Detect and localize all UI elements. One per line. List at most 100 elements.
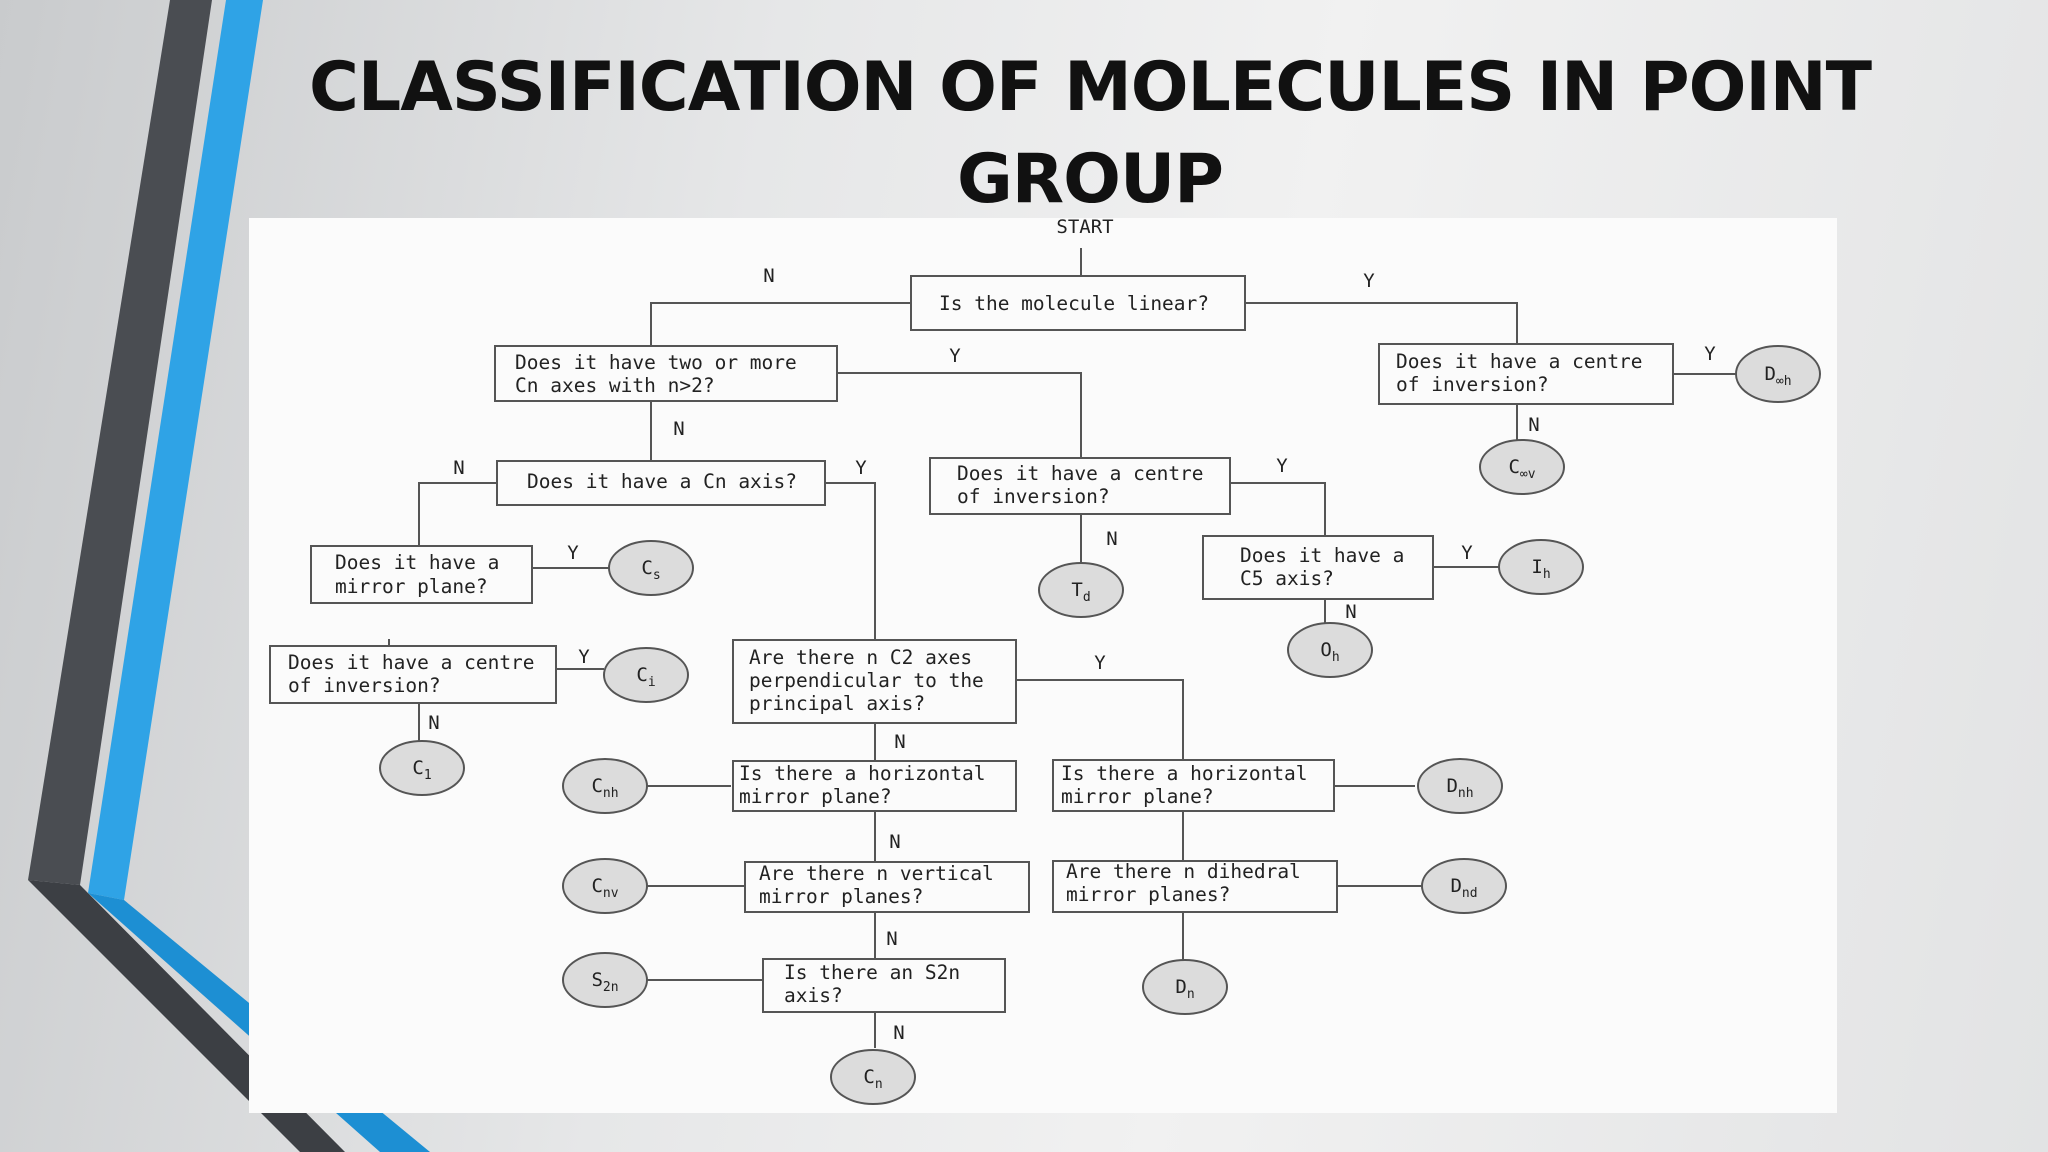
node-td	[1038, 562, 1124, 618]
box-mirror	[310, 545, 533, 604]
question-text-inv-td: of inversion?	[957, 485, 1110, 508]
branch-label-no: N	[889, 831, 900, 853]
question-text-c2-perp: Are there n C2 axes	[749, 646, 972, 669]
question-text-two-cn: Cn axes with n>2?	[515, 374, 715, 397]
branch-label-no: N	[1345, 601, 1356, 623]
branch-label-no: N	[673, 418, 684, 440]
connector	[418, 482, 497, 546]
question-text-horiz-c: mirror plane?	[739, 785, 892, 808]
question-text-mirror: mirror plane?	[335, 575, 488, 598]
flowchart-text: START Is the molecule linear? Does it have…	[288, 218, 1792, 1092]
branch-label-yes: Y	[567, 542, 579, 564]
branch-label-no: N	[894, 731, 905, 753]
branch-label-yes: Y	[1276, 455, 1288, 477]
question-text-c5: Does it have a	[1240, 544, 1404, 567]
question-text-s2n: Is there an S2n	[784, 961, 960, 984]
point-group-dn: Dn	[1175, 976, 1194, 1002]
point-group-cn: Cn	[863, 1066, 882, 1092]
gray-stripe-upper	[28, 0, 212, 885]
point-group-cs: Cs	[641, 557, 660, 583]
question-boxes	[269, 275, 1674, 1013]
question-text-horiz-d: Is there a horizontal	[1061, 762, 1308, 785]
title-line-2: GROUP	[956, 140, 1224, 219]
point-group-td: Td	[1071, 579, 1090, 605]
node-c1	[379, 740, 465, 796]
point-group-circles	[379, 345, 1821, 1105]
question-text-horiz-d: mirror plane?	[1061, 785, 1214, 808]
node-ci	[603, 647, 689, 703]
node-dnd	[1421, 858, 1507, 914]
connector	[1016, 679, 1184, 760]
question-text-two-cn: Does it have two or more	[515, 351, 797, 374]
question-text-cn-axis: Does it have a Cn axis?	[527, 470, 797, 493]
point-group-dnd: Dnd	[1450, 875, 1477, 901]
node-d-inf-h	[1735, 345, 1821, 403]
point-group-c1: C1	[412, 757, 431, 783]
question-text-inv-td: Does it have a centre	[957, 462, 1204, 485]
branch-label-no: N	[893, 1022, 904, 1044]
question-text-inv-low: Does it have a centre	[288, 651, 535, 674]
node-ih	[1498, 539, 1584, 595]
box-c2-perp	[732, 639, 1017, 724]
point-group-s2n: S2n	[591, 969, 618, 995]
connector	[1245, 302, 1518, 344]
node-s2n	[562, 952, 648, 1008]
question-text-c2-perp: principal axis?	[749, 692, 925, 715]
branch-label-yes: Y	[1461, 542, 1473, 564]
box-s2n	[762, 958, 1006, 1013]
branch-label-no: N	[763, 265, 774, 287]
connector	[650, 302, 911, 346]
box-inv-low	[269, 645, 557, 704]
branch-label-yes: Y	[1363, 270, 1375, 292]
branch-label-yes: Y	[1704, 343, 1716, 365]
point-group-cnv: Cnv	[591, 875, 618, 901]
branch-label-yes: Y	[1094, 652, 1106, 674]
node-cn	[830, 1049, 916, 1105]
question-text-c2-perp: perpendicular to the	[749, 669, 984, 692]
node-cs	[608, 540, 694, 596]
question-text-horiz-c: Is there a horizontal	[739, 762, 986, 785]
question-text-linear: Is the molecule linear?	[939, 292, 1209, 315]
question-text-mirror: Does it have a	[335, 551, 499, 574]
point-group-oh: Oh	[1320, 639, 1339, 665]
node-dn	[1142, 959, 1228, 1015]
box-vertical	[744, 861, 1030, 913]
branch-label-no: N	[886, 928, 897, 950]
connector	[1230, 482, 1326, 536]
question-text-inv-low: of inversion?	[288, 674, 441, 697]
blue-stripe-upper	[88, 0, 263, 900]
box-inv-td	[929, 457, 1231, 515]
branch-label-no: N	[428, 712, 439, 734]
question-text-s2n: axis?	[784, 984, 843, 1007]
question-text-dihedral: Are there n dihedral	[1066, 860, 1301, 883]
branch-label-no: N	[453, 457, 464, 479]
point-group-dnh: Dnh	[1446, 775, 1473, 801]
box-linear	[910, 275, 1246, 331]
box-two-cn	[494, 345, 838, 402]
box-cn-axis	[496, 460, 826, 506]
question-text-inv-linear: Does it have a centre	[1396, 350, 1643, 373]
point-group-flowchart: START Is the molecule linear? Does it have…	[269, 218, 1821, 1105]
box-dihedral	[1052, 860, 1338, 913]
box-horiz-d	[1052, 759, 1335, 812]
connector-lines	[388, 248, 1736, 1048]
question-text-inv-linear: of inversion?	[1396, 373, 1549, 396]
slide-title: CLASSIFICATION OF MOLECULES IN POINT GRO…	[300, 42, 1880, 226]
start-label: START	[1056, 218, 1113, 238]
connector	[837, 372, 1082, 458]
point-group-c-inf-v: C∞v	[1508, 456, 1535, 482]
branch-label-yes: Y	[949, 345, 961, 367]
question-text-vertical: mirror planes?	[759, 885, 923, 908]
branch-label-no: N	[1106, 528, 1117, 550]
branch-label-no: N	[1528, 414, 1539, 436]
question-text-vertical: Are there n vertical	[759, 862, 994, 885]
question-text-dihedral: mirror planes?	[1066, 883, 1230, 906]
box-inv-linear	[1378, 343, 1674, 405]
connector	[825, 482, 876, 640]
question-text-c5: C5 axis?	[1240, 567, 1334, 590]
node-cnh	[562, 758, 648, 814]
branch-label-yes: Y	[855, 457, 867, 479]
box-c5	[1202, 535, 1434, 600]
title-line-1: CLASSIFICATION OF MOLECULES IN POINT	[309, 48, 1872, 127]
point-group-ci: Ci	[636, 664, 655, 690]
